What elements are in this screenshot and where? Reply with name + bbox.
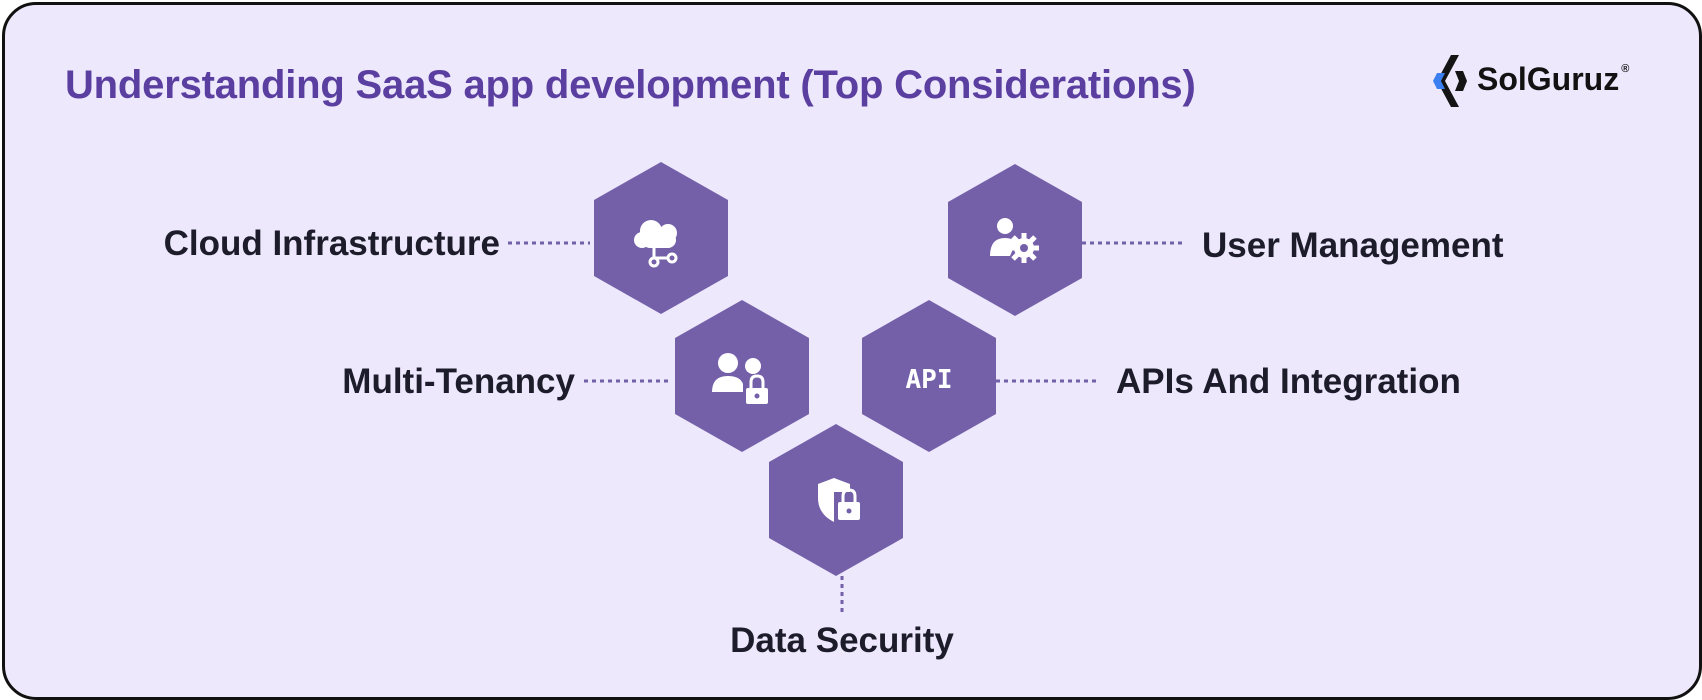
label-user-management: User Management [1202,226,1504,265]
hexagon-cloud-infrastructure [594,162,728,314]
hexagon-data-security [769,424,903,576]
shield-lock-icon [818,478,860,522]
users-lock-icon [712,353,768,404]
hexagon-multi-tenancy [675,300,809,452]
page-title: Understanding SaaS app development (Top … [65,63,1196,107]
hexagon-user-management [948,164,1082,316]
label-multi-tenancy: Multi-Tenancy [342,362,575,401]
api-icon: API [906,365,953,395]
label-cloud-infrastructure: Cloud Infrastructure [163,224,500,263]
cloud-network-icon [634,220,678,268]
brand-logo: SolGuruz® [1429,51,1659,113]
label-data-security: Data Security [730,621,954,660]
label-apis-integration: APIs And Integration [1116,362,1461,401]
hexagon-apis-integration: API [862,300,996,452]
solguruz-logo-icon [1433,55,1467,107]
user-gear-icon [990,218,1039,263]
brand-name: SolGuruz® [1477,61,1630,97]
